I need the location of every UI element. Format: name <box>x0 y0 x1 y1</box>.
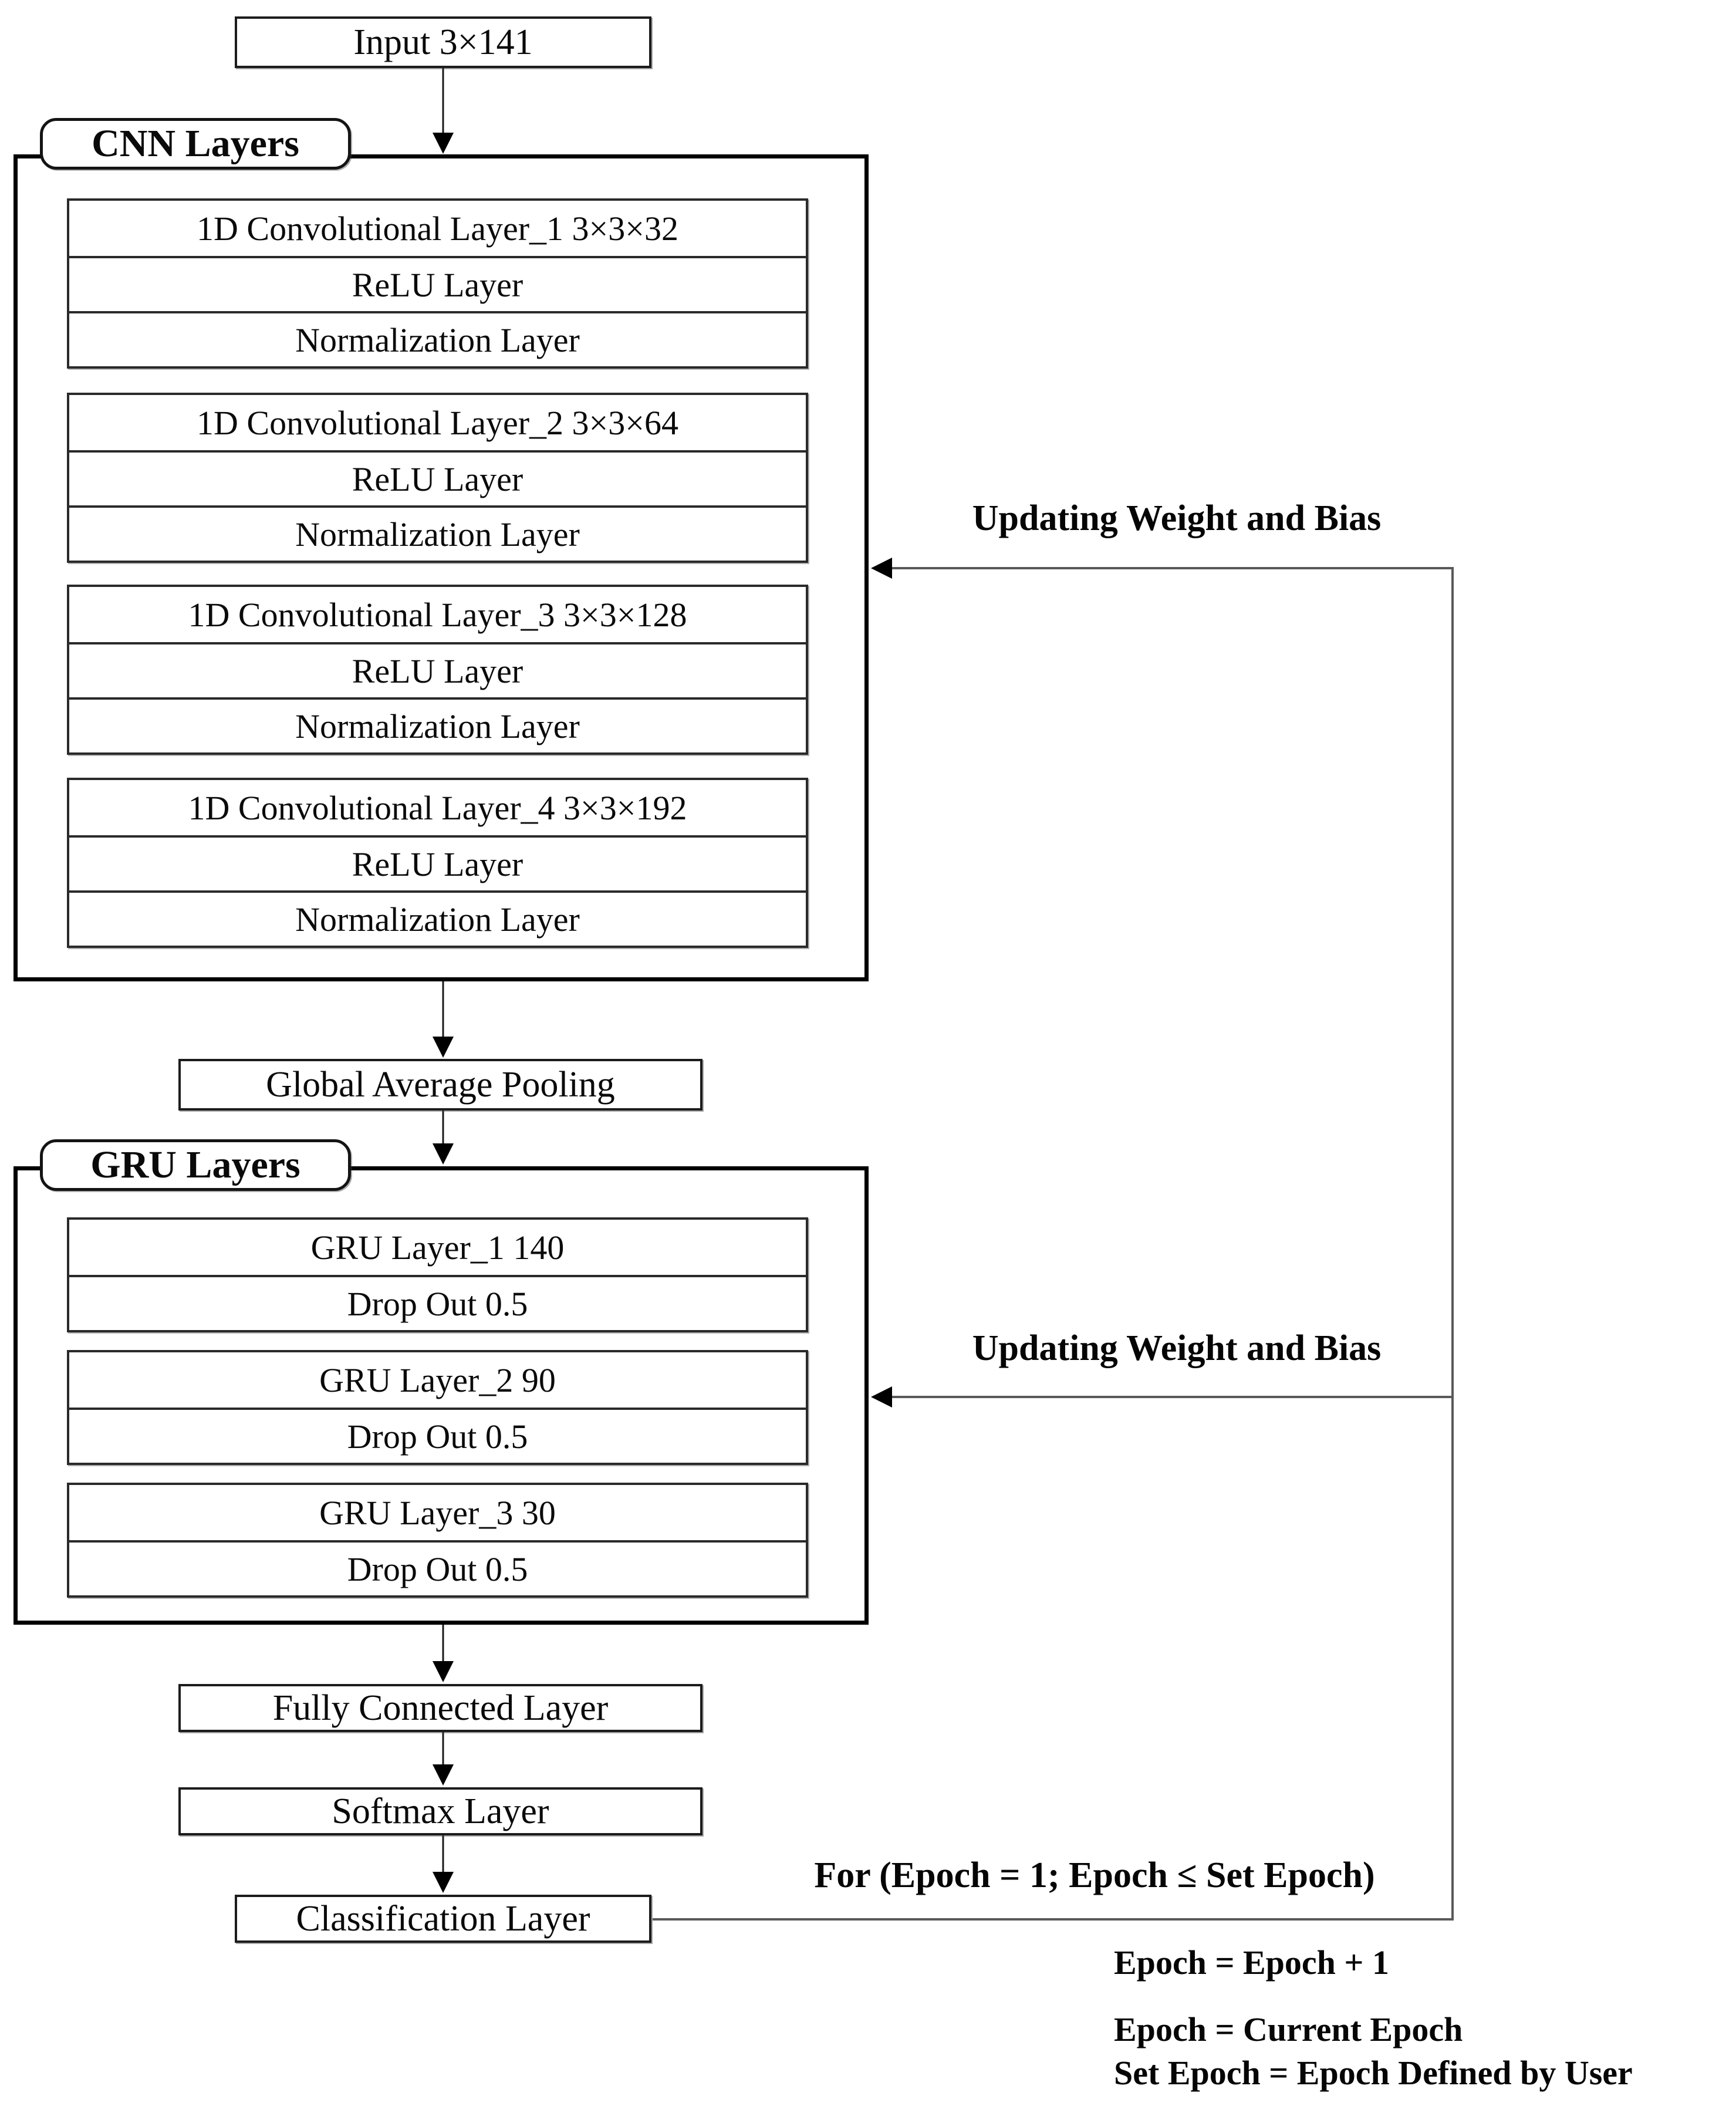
arrow-left-icon <box>871 558 892 579</box>
relu-layer-label: ReLU Layer <box>352 265 523 304</box>
arrow-down-icon <box>433 1037 454 1058</box>
dropout-row: Drop Out 0.5 <box>69 1540 806 1595</box>
input-label: Input 3×141 <box>353 22 533 62</box>
relu-layer-label: ReLU Layer <box>352 845 523 883</box>
conv-layer-1-label: 1D Convolutional Layer_1 3×3×32 <box>197 209 678 248</box>
relu-layer-row: ReLU Layer <box>69 256 806 311</box>
relu-layer-row: ReLU Layer <box>69 642 806 697</box>
relu-layer-row: ReLU Layer <box>69 835 806 890</box>
gru-layer-2-label: GRU Layer_2 90 <box>319 1361 556 1399</box>
dropout-label: Drop Out 0.5 <box>347 1550 528 1588</box>
set-epoch-definition-label: Set Epoch = Epoch Defined by User <box>1114 2054 1633 2092</box>
conv-layer-3-label: 1D Convolutional Layer_3 3×3×128 <box>188 595 687 634</box>
gru-group-3: GRU Layer_3 30 Drop Out 0.5 <box>67 1483 808 1598</box>
dropout-label: Drop Out 0.5 <box>347 1284 528 1323</box>
softmax-layer-label: Softmax Layer <box>332 1791 549 1831</box>
input-box: Input 3×141 <box>235 16 651 68</box>
arrow-left-icon <box>871 1386 892 1408</box>
softmax-layer-box: Softmax Layer <box>178 1787 702 1835</box>
normalization-layer-row: Normalization Layer <box>69 505 806 561</box>
normalization-layer-row: Normalization Layer <box>69 311 806 366</box>
feedback-arrowheads <box>871 558 892 1408</box>
conv-group-1: 1D Convolutional Layer_1 3×3×32 ReLU Lay… <box>67 198 808 369</box>
for-loop-condition-label: For (Epoch = 1; Epoch ≤ Set Epoch) <box>814 1855 1375 1895</box>
global-average-pooling-box: Global Average Pooling <box>178 1059 702 1111</box>
normalization-layer-label: Normalization Layer <box>295 515 580 554</box>
gru-layer-2-title: GRU Layer_2 90 <box>69 1352 806 1408</box>
epoch-increment-label: Epoch = Epoch + 1 <box>1114 1943 1389 1982</box>
dropout-row: Drop Out 0.5 <box>69 1408 806 1463</box>
gru-layers-tab-label: GRU Layers <box>90 1143 300 1186</box>
dropout-row: Drop Out 0.5 <box>69 1275 806 1330</box>
conv-layer-2-title: 1D Convolutional Layer_2 3×3×64 <box>69 395 806 450</box>
global-average-pooling-label: Global Average Pooling <box>266 1064 615 1105</box>
arrow-down-icon <box>433 1143 454 1165</box>
arrow-down-icon <box>433 1764 454 1786</box>
epoch-current-label: Epoch = Current Epoch <box>1114 2010 1463 2048</box>
conv-layer-4-title: 1D Convolutional Layer_4 3×3×192 <box>69 780 806 835</box>
normalization-layer-row: Normalization Layer <box>69 697 806 752</box>
conv-layer-1-title: 1D Convolutional Layer_1 3×3×32 <box>69 201 806 256</box>
conv-layer-2-label: 1D Convolutional Layer_2 3×3×64 <box>197 403 678 442</box>
normalization-layer-label: Normalization Layer <box>295 320 580 359</box>
fully-connected-layer-box: Fully Connected Layer <box>178 1684 702 1732</box>
relu-layer-label: ReLU Layer <box>352 460 523 498</box>
feedback-loop-lines <box>653 567 1454 1921</box>
normalization-layer-label: Normalization Layer <box>295 900 580 939</box>
conv-group-4: 1D Convolutional Layer_4 3×3×192 ReLU La… <box>67 778 808 948</box>
gru-layer-1-title: GRU Layer_1 140 <box>69 1220 806 1275</box>
gru-group-1: GRU Layer_1 140 Drop Out 0.5 <box>67 1217 808 1332</box>
down-arrowheads <box>433 133 454 1893</box>
normalization-layer-row: Normalization Layer <box>69 890 806 946</box>
conv-layer-4-label: 1D Convolutional Layer_4 3×3×192 <box>188 788 687 827</box>
cnn-layers-tab-label: CNN Layers <box>92 122 299 165</box>
classification-layer-label: Classification Layer <box>296 1898 590 1939</box>
gru-layer-1-label: GRU Layer_1 140 <box>310 1228 565 1267</box>
dropout-label: Drop Out 0.5 <box>347 1417 528 1456</box>
conv-layer-3-title: 1D Convolutional Layer_3 3×3×128 <box>69 587 806 642</box>
relu-layer-label: ReLU Layer <box>352 652 523 690</box>
gru-layer-3-label: GRU Layer_3 30 <box>319 1493 556 1532</box>
fully-connected-layer-label: Fully Connected Layer <box>272 1688 609 1728</box>
cnn-layers-tab: CNN Layers <box>40 118 351 170</box>
arrow-down-icon <box>433 133 454 154</box>
arrow-down-icon <box>433 1872 454 1893</box>
updating-weight-bias-top-label: Updating Weight and Bias <box>972 498 1382 538</box>
updating-weight-bias-bottom-label: Updating Weight and Bias <box>972 1328 1382 1368</box>
normalization-layer-label: Normalization Layer <box>295 707 580 745</box>
arrow-down-icon <box>433 1661 454 1682</box>
relu-layer-row: ReLU Layer <box>69 450 806 505</box>
gru-layer-3-title: GRU Layer_3 30 <box>69 1485 806 1540</box>
gru-group-2: GRU Layer_2 90 Drop Out 0.5 <box>67 1350 808 1465</box>
conv-group-2: 1D Convolutional Layer_2 3×3×64 ReLU Lay… <box>67 393 808 563</box>
classification-layer-box: Classification Layer <box>235 1895 651 1943</box>
conv-group-3: 1D Convolutional Layer_3 3×3×128 ReLU La… <box>67 585 808 755</box>
gru-layers-tab: GRU Layers <box>40 1139 351 1191</box>
